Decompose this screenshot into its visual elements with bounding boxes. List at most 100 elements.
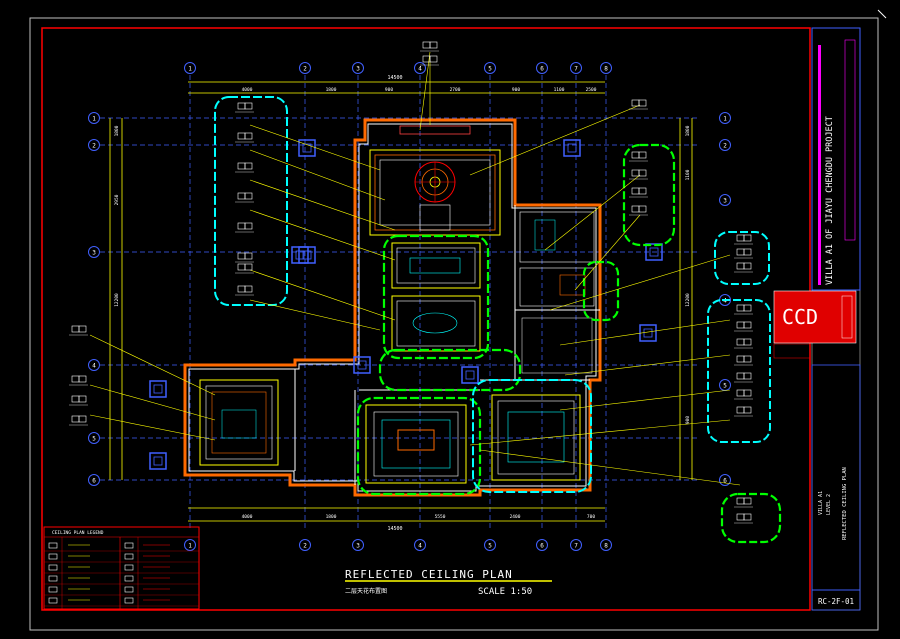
tag-box bbox=[736, 389, 745, 397]
legend-symbol bbox=[48, 553, 58, 560]
dim-left-values: 1800 2950 12200 bbox=[114, 125, 120, 306]
tag-box bbox=[237, 252, 246, 260]
dim-top-value: 2500 bbox=[586, 87, 597, 93]
grid-bubble-left: 6 bbox=[92, 478, 96, 485]
tag-box bbox=[237, 263, 246, 271]
room-center-lower bbox=[391, 295, 481, 352]
dim-top-value: 900 bbox=[385, 87, 393, 93]
dim-top-value: 1100 bbox=[554, 87, 565, 93]
plan-subtitle: 二层天花布置图 bbox=[345, 587, 387, 595]
legend-symbol bbox=[48, 542, 58, 549]
grid-bubble-top: 3 bbox=[356, 66, 360, 73]
grid-bubble-left: 5 bbox=[92, 436, 96, 443]
dim-bottom-value: 1800 bbox=[326, 514, 337, 520]
dim-bottom-value: 4000 bbox=[242, 514, 253, 520]
tag-box bbox=[736, 406, 745, 414]
dim-top-value: 2700 bbox=[450, 87, 461, 93]
bottom-dimension-lines bbox=[188, 507, 605, 522]
logo-text: CCD bbox=[782, 305, 818, 329]
column bbox=[563, 139, 581, 157]
sheet-title-text: REFLECTED CEILING PLAN bbox=[842, 467, 848, 540]
grid-bubble-top: 7 bbox=[574, 66, 578, 73]
tag-box bbox=[736, 497, 745, 505]
room-right-bottom bbox=[491, 394, 581, 481]
dim-right-value: 1100 bbox=[685, 169, 691, 180]
area-1: VILLA A1 bbox=[818, 491, 824, 515]
tag-box bbox=[736, 262, 745, 270]
column bbox=[298, 246, 316, 264]
logo-box bbox=[773, 290, 857, 344]
grid-bubble-bottom: 4 bbox=[418, 543, 422, 550]
tag-box bbox=[736, 338, 745, 346]
legend-symbol bbox=[124, 575, 134, 582]
tag-box bbox=[237, 102, 246, 110]
room-center-bottom bbox=[365, 404, 467, 484]
legend-symbol bbox=[48, 564, 58, 571]
legend-symbol bbox=[48, 586, 58, 593]
legend-symbol bbox=[124, 553, 134, 560]
dim-left-value: 12200 bbox=[114, 293, 120, 307]
room-right-upper bbox=[519, 211, 595, 374]
dim-right-value: 1800 bbox=[685, 125, 691, 136]
tag-box bbox=[237, 162, 246, 170]
sheet-number: RC-2F-01 bbox=[818, 597, 854, 606]
grid-bubble-bottom: 8 bbox=[604, 543, 608, 550]
plan-title: REFLECTED CEILING PLAN bbox=[345, 568, 513, 581]
tag-box bbox=[237, 132, 246, 140]
tag-box bbox=[631, 205, 640, 213]
grid-bubble-bottom: 7 bbox=[574, 543, 578, 550]
dim-top-value: 1800 bbox=[326, 87, 337, 93]
tag-box bbox=[631, 187, 640, 195]
legend-symbol bbox=[124, 586, 134, 593]
dim-top-total: 14500 bbox=[387, 75, 402, 81]
tag-box bbox=[71, 375, 80, 383]
dim-top-value: 4000 bbox=[242, 87, 253, 93]
plan-scale: SCALE 1:50 bbox=[478, 587, 532, 597]
tag-box bbox=[736, 234, 745, 242]
tag-box bbox=[71, 325, 80, 333]
grid-bubble-bottom: 2 bbox=[303, 543, 307, 550]
legend-symbol bbox=[124, 564, 134, 571]
top-dimension-lines bbox=[188, 81, 605, 94]
callout-tags bbox=[69, 41, 753, 524]
legend-symbol bbox=[124, 542, 134, 549]
dim-right-value: 900 bbox=[685, 416, 691, 424]
dim-top-values: 4000 1800 900 2700 900 1100 2500 bbox=[242, 87, 597, 93]
room-center-upper bbox=[391, 242, 481, 289]
grid-bubble-right: 6 bbox=[723, 478, 727, 485]
grid-bubble-bottom: 1 bbox=[188, 543, 192, 550]
legend-table: CEILING PLAN LEGEND bbox=[43, 526, 200, 610]
grid-bubble-left: 1 bbox=[92, 116, 96, 123]
left-dimension-lines bbox=[109, 118, 123, 480]
grid-bubble-right: 5 bbox=[723, 383, 727, 390]
legend-symbol bbox=[48, 597, 58, 604]
plan-title-block: REFLECTED CEILING PLAN 二层天花布置图 SCALE 1:5… bbox=[345, 568, 552, 597]
column bbox=[149, 452, 167, 470]
dim-bottom-value: 5550 bbox=[435, 514, 446, 520]
grid-bubble-left: 2 bbox=[92, 143, 96, 150]
dim-top-value: 900 bbox=[512, 87, 520, 93]
column bbox=[298, 139, 316, 157]
grid-bubble-top: 1 bbox=[188, 66, 192, 73]
title-block: VILLA A1 OF JIAYU CHENGDU PROJECT CCD RE… bbox=[773, 27, 861, 611]
grid-bubble-bottom: 5 bbox=[488, 543, 492, 550]
column bbox=[291, 246, 309, 264]
dim-left-value: 1800 bbox=[114, 125, 120, 136]
dim-bottom-value: 2400 bbox=[510, 514, 521, 520]
tag-box bbox=[631, 169, 640, 177]
tag-box bbox=[237, 222, 246, 230]
grid-bubble-right: 3 bbox=[723, 198, 727, 205]
revision-clouds-cyan bbox=[214, 96, 771, 493]
tag-box bbox=[71, 395, 80, 403]
grid-bubble-left: 3 bbox=[92, 250, 96, 257]
tag-box bbox=[631, 151, 640, 159]
column bbox=[353, 356, 371, 374]
grid-bubble-top: 5 bbox=[488, 66, 492, 73]
tag-box bbox=[237, 285, 246, 293]
dim-left-value: 2950 bbox=[114, 194, 120, 205]
grid-bubble-bottom: 6 bbox=[540, 543, 544, 550]
tag-box bbox=[736, 248, 745, 256]
